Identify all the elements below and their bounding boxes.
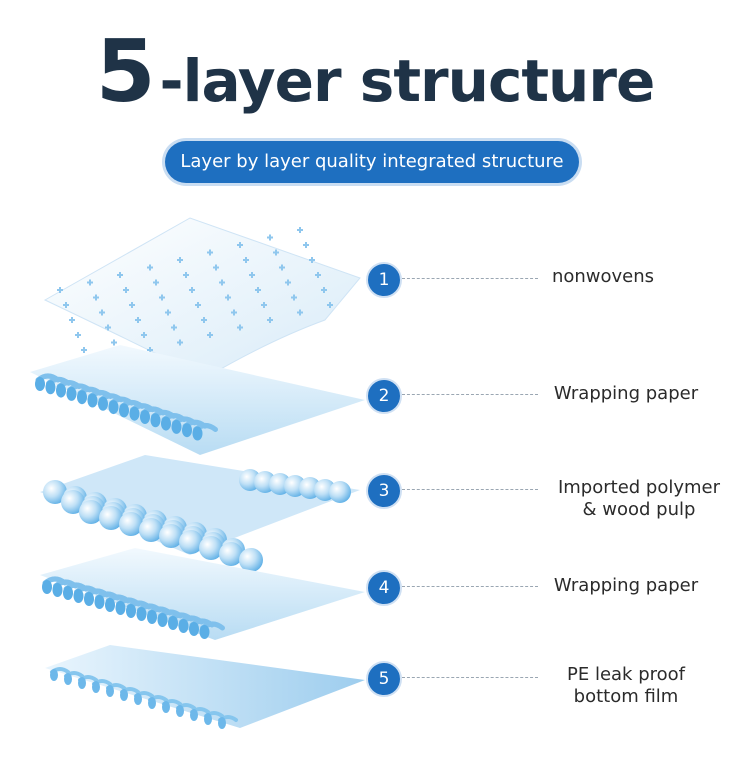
title-number: 5 — [95, 22, 156, 122]
layer-5-pe-film — [45, 645, 365, 729]
layer-label-3: Imported polymer & wood pulp — [539, 477, 739, 521]
layer-label-2-line-1: Wrapping paper — [553, 383, 699, 404]
layer-label-1-line-1: nonwovens — [551, 266, 655, 287]
layer-4-wrapping-paper — [40, 548, 365, 640]
layer-marker-5: 5 — [366, 661, 402, 697]
layer-marker-2: 2 — [366, 378, 402, 414]
layer-label-5: PE leak proof bottom film — [526, 664, 726, 708]
layer-label-4: Wrapping paper — [526, 575, 726, 597]
layer-3-polymer-balls — [40, 455, 360, 572]
layer-label-1: nonwovens — [503, 266, 703, 288]
layer-2-wrapping-paper — [30, 345, 365, 455]
layer-label-5-line-1: PE leak proof — [567, 664, 685, 685]
page-title: 5-layer structure — [0, 22, 750, 122]
layer-label-5-line-2: bottom film — [573, 686, 679, 707]
layer-label-2: Wrapping paper — [526, 383, 726, 405]
leader-line-5 — [402, 677, 538, 678]
layer-marker-1: 1 — [366, 262, 402, 298]
layer-label-3-line-1: Imported polymer — [557, 477, 721, 498]
leader-line-2 — [402, 394, 538, 395]
layer-marker-4: 4 — [366, 570, 402, 606]
layer-label-4-line-1: Wrapping paper — [553, 575, 699, 596]
layer-label-3-line-2: & wood pulp — [582, 499, 696, 520]
leader-line-3 — [402, 489, 538, 490]
leader-line-1 — [402, 278, 538, 279]
title-text: -layer structure — [159, 47, 656, 115]
layer-marker-3: 3 — [366, 473, 402, 509]
leader-line-4 — [402, 586, 538, 587]
subtitle-pill: Layer by layer quality integrated struct… — [165, 141, 579, 183]
